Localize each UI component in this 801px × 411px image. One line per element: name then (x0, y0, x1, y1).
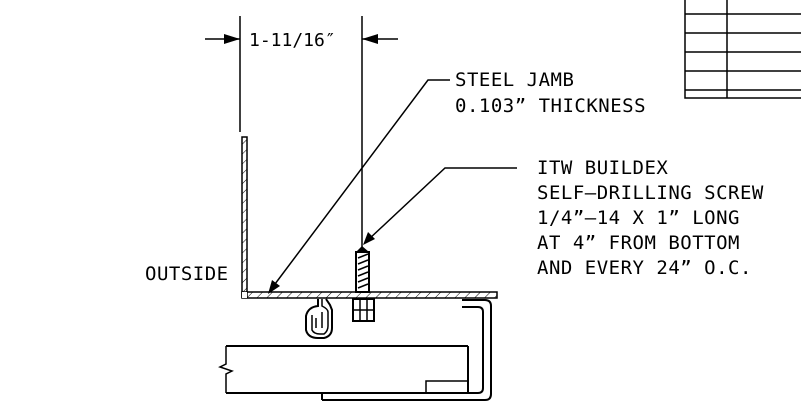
screw-note-line1: ITW BUILDEX (537, 157, 668, 179)
screw-note-line2: SELF–DRILLING SCREW (537, 182, 764, 204)
dimension-text: 1-11/16″ (249, 30, 336, 51)
screw-note-line3: 1/4”–14 X 1” LONG (537, 207, 740, 229)
jamb-leader (268, 79, 450, 294)
screw-note-line4: AT 4” FROM BOTTOM (537, 232, 740, 254)
break-line-icon (218, 346, 234, 393)
leader-arrow-icon (268, 280, 280, 294)
screw-note-line5: AND EVERY 24” O.C. (537, 257, 752, 279)
outside-label: OUTSIDE (145, 263, 229, 285)
jamb-note-line2: 0.103” THICKNESS (455, 95, 646, 117)
dimension-arrow-left (224, 34, 240, 44)
screw-leader (363, 167, 517, 245)
screw-nut (352, 298, 375, 322)
dimension-arrow-right (362, 34, 378, 44)
door-frame-channel (321, 299, 492, 401)
door-panel (218, 345, 469, 394)
dimension-group: 1-11/16″ (205, 16, 398, 250)
title-block-table (684, 0, 801, 99)
leader-arrow-icon (363, 232, 375, 245)
screw-shaft-icon (355, 246, 370, 293)
gasket-clip (305, 298, 333, 339)
jamb-note-line1: STEEL JAMB (455, 69, 574, 91)
